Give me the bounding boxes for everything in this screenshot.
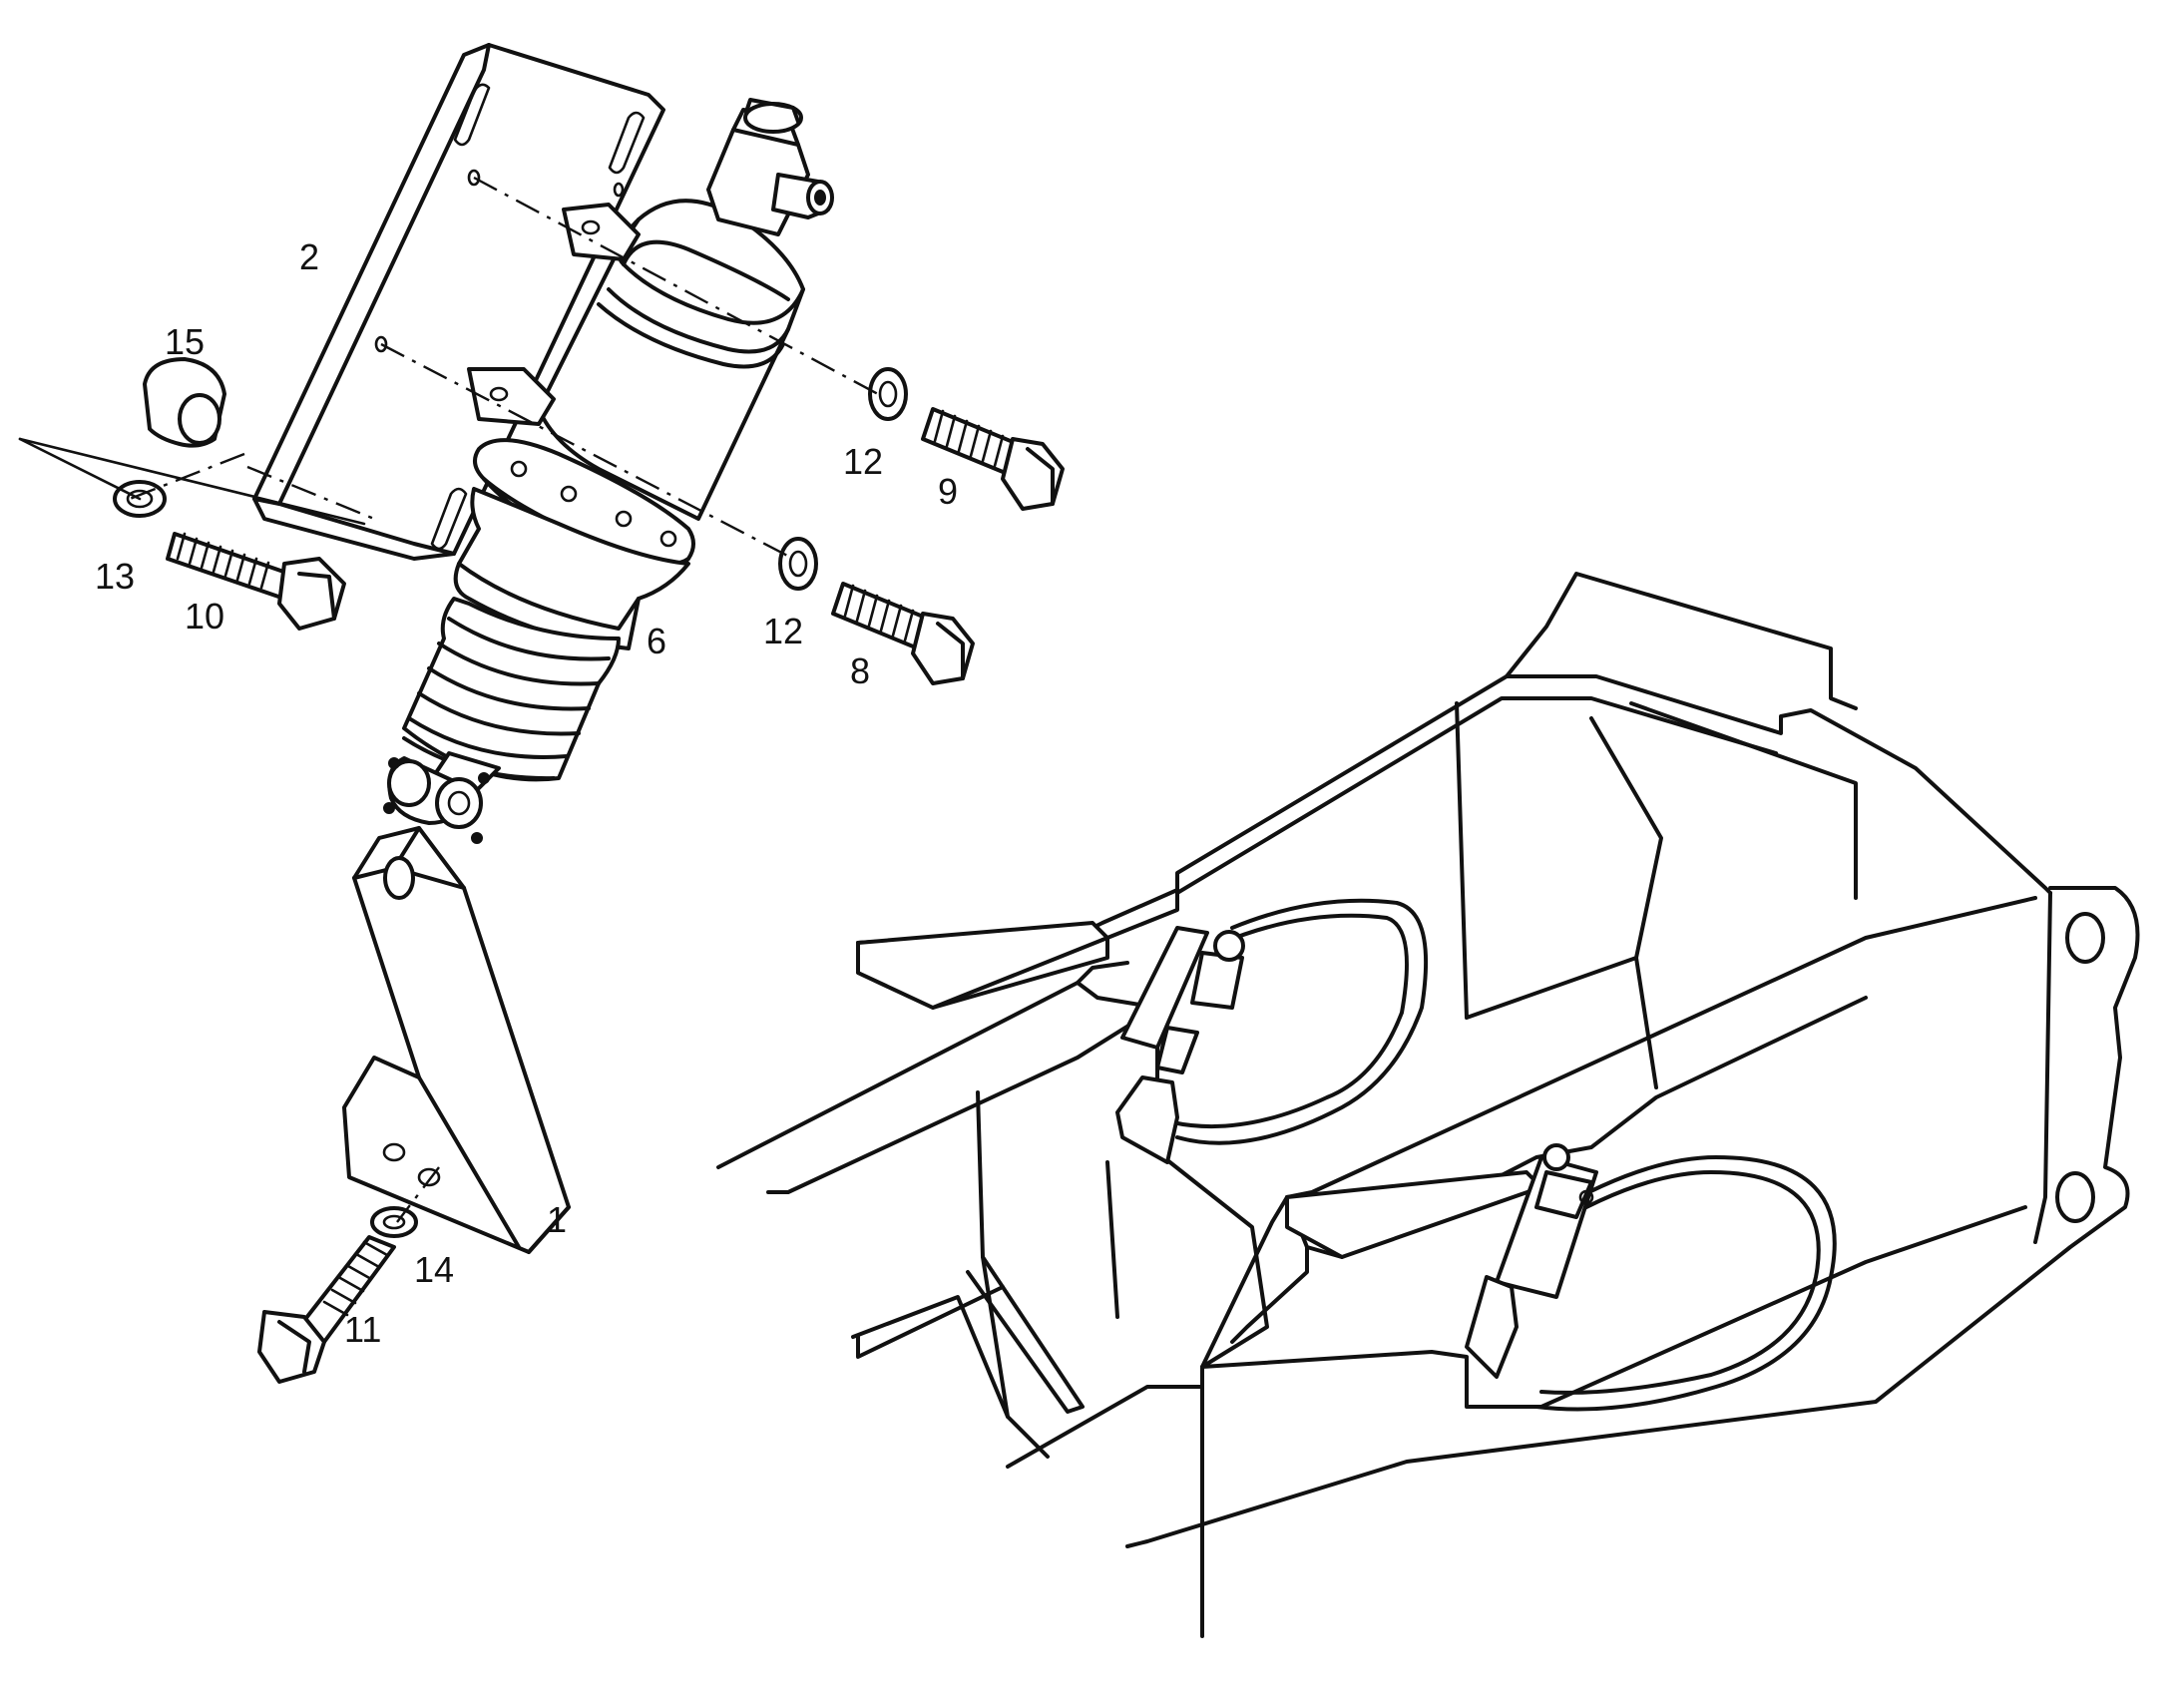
mounting-plate	[252, 43, 665, 561]
callout-14: 14	[414, 1249, 454, 1290]
installed-actuator-left	[1115, 926, 1245, 1164]
callout-13: 13	[95, 556, 135, 597]
washer-14	[370, 1206, 418, 1238]
bolt-8	[831, 582, 975, 685]
washer-12-upper	[868, 367, 908, 421]
callout-11: 11	[344, 1309, 381, 1350]
callout-12-upper: 12	[843, 441, 883, 482]
callout-8: 8	[850, 650, 870, 691]
callout-6: 6	[647, 621, 666, 661]
callout-2: 2	[299, 236, 319, 277]
callout-15: 15	[165, 321, 205, 362]
lever-arm	[342, 826, 571, 1254]
bellows-boot	[402, 597, 621, 782]
callout-12-lower: 12	[763, 611, 803, 651]
callout-1: 1	[547, 1199, 567, 1240]
vehicle-chassis-frame	[716, 572, 2140, 1638]
assembly-center-lines	[18, 176, 879, 1223]
bolt-11	[257, 1235, 396, 1384]
callout-labels: 1 2 6 8 9 10 11 12 12 13 14 15	[95, 236, 958, 1350]
washer-12-lower	[778, 537, 818, 591]
callout-10: 10	[185, 596, 224, 637]
rubber-cap	[143, 357, 226, 448]
bolt-10	[166, 532, 346, 631]
callout-9: 9	[938, 471, 958, 512]
bolt-9	[921, 407, 1065, 511]
actuator-cylinder	[383, 98, 834, 844]
installed-actuator-right	[1465, 1143, 1598, 1379]
